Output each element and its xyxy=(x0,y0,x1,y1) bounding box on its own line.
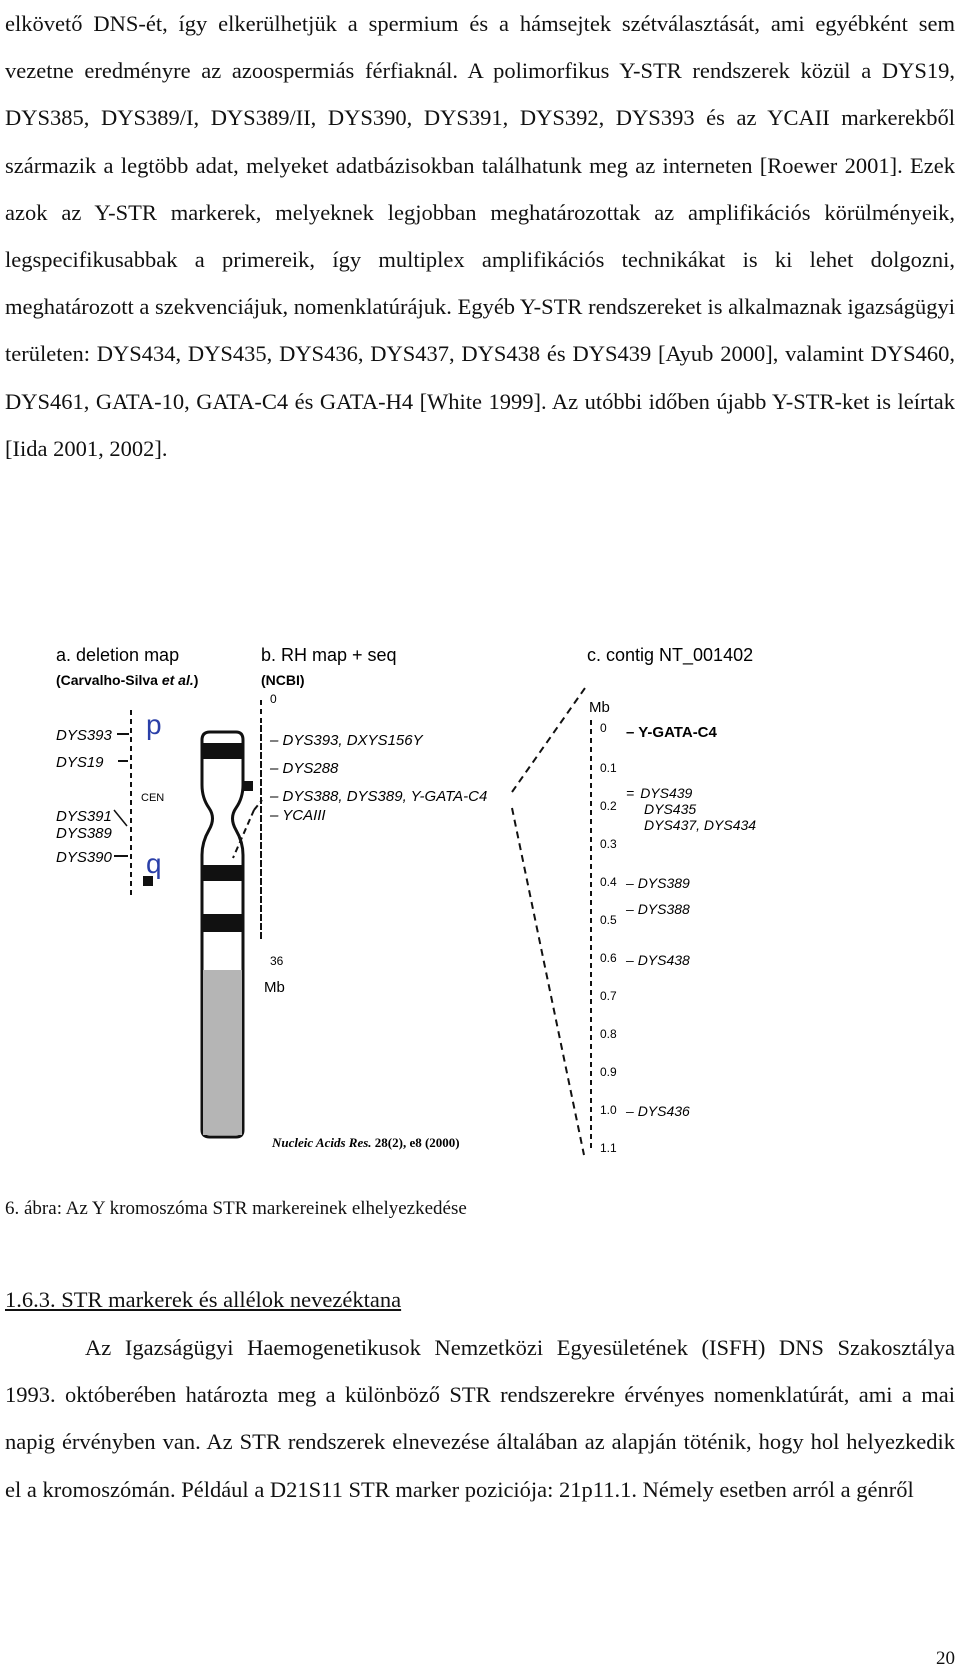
contig-tick: 0 xyxy=(600,721,607,735)
body-paragraph-1: elkövető DNS-ét, így elkerülhetjük a spe… xyxy=(5,11,955,461)
deletion-marker: DYS393 xyxy=(56,727,113,744)
rh-marker: – DYS393, DXYS156Y xyxy=(269,732,424,749)
contig-marker: DYS437, DYS434 xyxy=(644,817,756,833)
contig-marker: – DYS436 xyxy=(625,1103,690,1119)
contig-tick: 0.6 xyxy=(600,951,617,965)
contig-tick: 0.1 xyxy=(600,761,617,775)
rh-scale-top: 0 xyxy=(270,692,277,706)
deletion-marker: DYS389 xyxy=(56,825,113,842)
page-number: 20 xyxy=(936,1648,955,1669)
figure-caption: 6. ábra: Az Y kromoszóma STR markereinek… xyxy=(5,1198,467,1219)
deletion-marker: DYS19 xyxy=(56,754,104,771)
panel-b-source: (NCBI) xyxy=(261,672,305,688)
panel-a-source: (Carvalho-Silva et al.) xyxy=(56,672,198,688)
deletion-marker: DYS391 xyxy=(56,808,112,825)
contig-tick: 0.2 xyxy=(600,799,617,813)
body-paragraph-2: Az Igazságügyi Haemogenetikusok Nemzetkö… xyxy=(5,1324,955,1513)
chromosome-ideogram xyxy=(143,730,263,1139)
contig-tick: 0.4 xyxy=(600,875,617,889)
contig-tick: 1.1 xyxy=(600,1141,617,1155)
contig-unit: Mb xyxy=(589,699,610,716)
contig-marker: – DYS389 xyxy=(625,875,690,891)
contig-tick: 0.9 xyxy=(600,1065,617,1079)
contig-tick: 0.3 xyxy=(600,837,617,851)
deletion-marker: DYS390 xyxy=(56,849,113,866)
panel-a-title: a. deletion map xyxy=(56,645,179,665)
contig-tick: 0.5 xyxy=(600,913,617,927)
contig-tick: 1.0 xyxy=(600,1103,617,1117)
section-heading: 1.6.3. STR markerek és allélok nevezékta… xyxy=(5,1287,402,1312)
rh-marker: – DYS388, DYS389, Y-GATA-C4 xyxy=(269,788,487,805)
contig-ticks: 0 0.1 0.2 0.3 0.4 0.5 0.6 0.7 0.8 0.9 1.… xyxy=(600,721,617,1155)
figure-citation: Nucleic Acids Res. 28(2), e8 (2000) xyxy=(271,1135,460,1150)
contig-marker: – Y-GATA-C4 xyxy=(626,724,718,741)
rh-scale-bottom: 36 xyxy=(270,954,284,968)
body-paragraph-2-text: Az Igazságügyi Haemogenetikusok Nemzetkö… xyxy=(5,1335,955,1502)
contig-tick: 0.8 xyxy=(600,1027,617,1041)
centromere-label: CEN xyxy=(141,792,164,804)
rh-scale-unit: Mb xyxy=(264,979,285,996)
y-chromosome-figure: a. deletion map (Carvalho-Silva et al.) … xyxy=(56,645,756,1156)
rh-marker: – YCAIII xyxy=(269,807,326,824)
panel-c-title: c. contig NT_001402 xyxy=(587,645,753,666)
arm-q-label: q xyxy=(146,848,162,879)
contig-marker: – DYS438 xyxy=(625,952,690,968)
contig-tick: 0.7 xyxy=(600,989,617,1003)
contig-marker: =DYS439 xyxy=(626,785,693,801)
panel-b-title: b. RH map + seq xyxy=(261,645,397,665)
contig-marker: DYS435 xyxy=(644,801,696,817)
arm-p-label: p xyxy=(146,709,162,740)
contig-marker: – DYS388 xyxy=(625,901,690,917)
rh-marker: – DYS288 xyxy=(269,760,339,777)
